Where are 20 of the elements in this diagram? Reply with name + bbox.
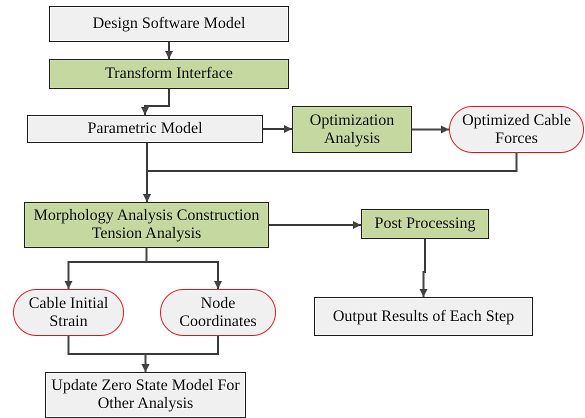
arrow: [146, 248, 222, 289]
arrow: [263, 125, 292, 133]
arrow: [269, 221, 361, 229]
arrow: [412, 126, 449, 134]
arrow: [142, 336, 219, 372]
arrow: [141, 89, 170, 115]
process-box: Transform Interface: [49, 59, 289, 89]
process-box: Design Software Model: [49, 6, 289, 42]
process-box: Morphology Analysis Construction Tension Analysis: [24, 202, 269, 248]
arrow: [165, 42, 173, 59]
process-box: Output Results of Each Step: [314, 297, 533, 336]
process-box: Update Zero State Model For Other Analysis: [45, 372, 246, 418]
terminal-pill: Optimized Cable Forces: [449, 106, 584, 153]
process-box: Parametric Model: [27, 115, 263, 143]
terminal-pill: Cable Initial Strain: [13, 289, 124, 336]
process-box: Post Processing: [361, 209, 489, 239]
arrow: [143, 143, 151, 202]
process-box: Optimization Analysis: [292, 106, 412, 153]
arrow: [420, 239, 428, 297]
terminal-pill: Node Coordinates: [160, 289, 276, 336]
